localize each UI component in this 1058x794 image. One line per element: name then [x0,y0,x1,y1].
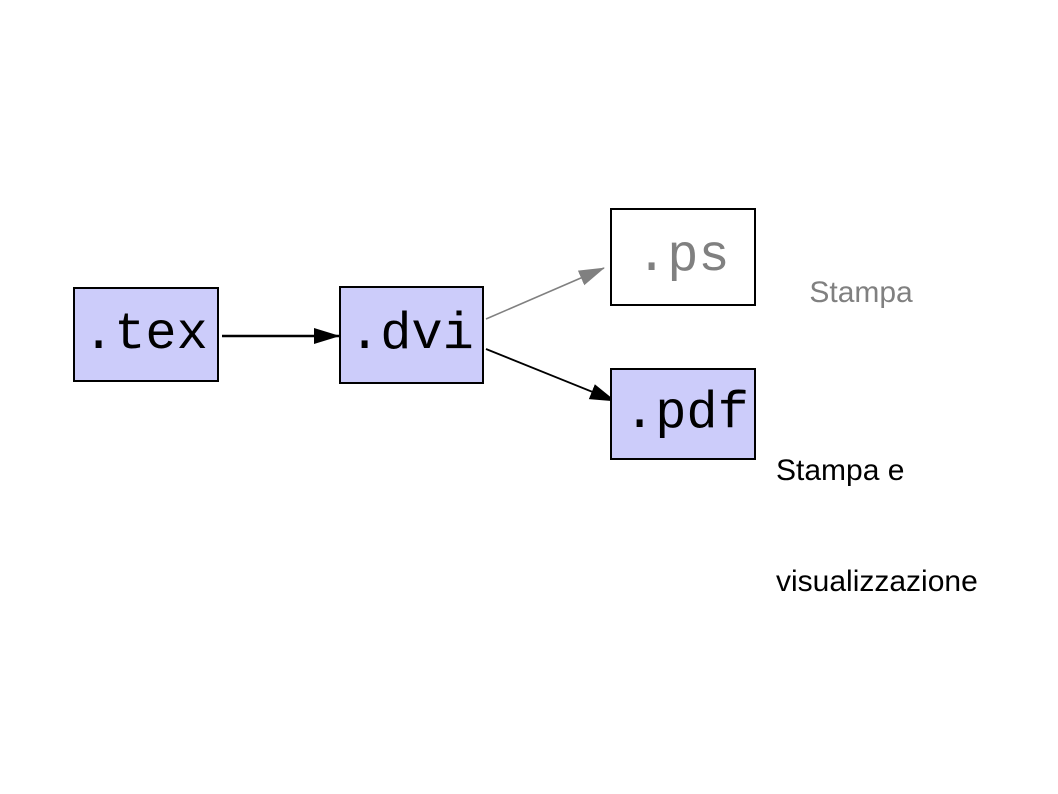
node-pdf[interactable]: .pdf [610,368,756,460]
node-ps-label: .ps [636,227,730,286]
node-pdf-label: .pdf [624,384,749,443]
node-tex[interactable]: .tex [73,287,219,382]
annotation-stampa-visualizzazione-line1: Stampa e [776,454,905,487]
edge-dvi-to-pdf [485,348,616,402]
annotation-stampa-visualizzazione-line2: visualizzazione [776,565,978,598]
annotation-stampa-text: Stampa [809,276,913,309]
node-dvi-label: .dvi [349,305,474,364]
node-dvi[interactable]: .dvi [339,286,484,384]
node-tex-label: .tex [83,304,208,364]
node-ps[interactable]: .ps [610,208,756,306]
annotation-stampa: Stampa [776,237,913,348]
annotation-stampa-visualizzazione: Stampa e visualizzazione [776,378,978,674]
edge-dvi-to-ps [485,267,605,320]
